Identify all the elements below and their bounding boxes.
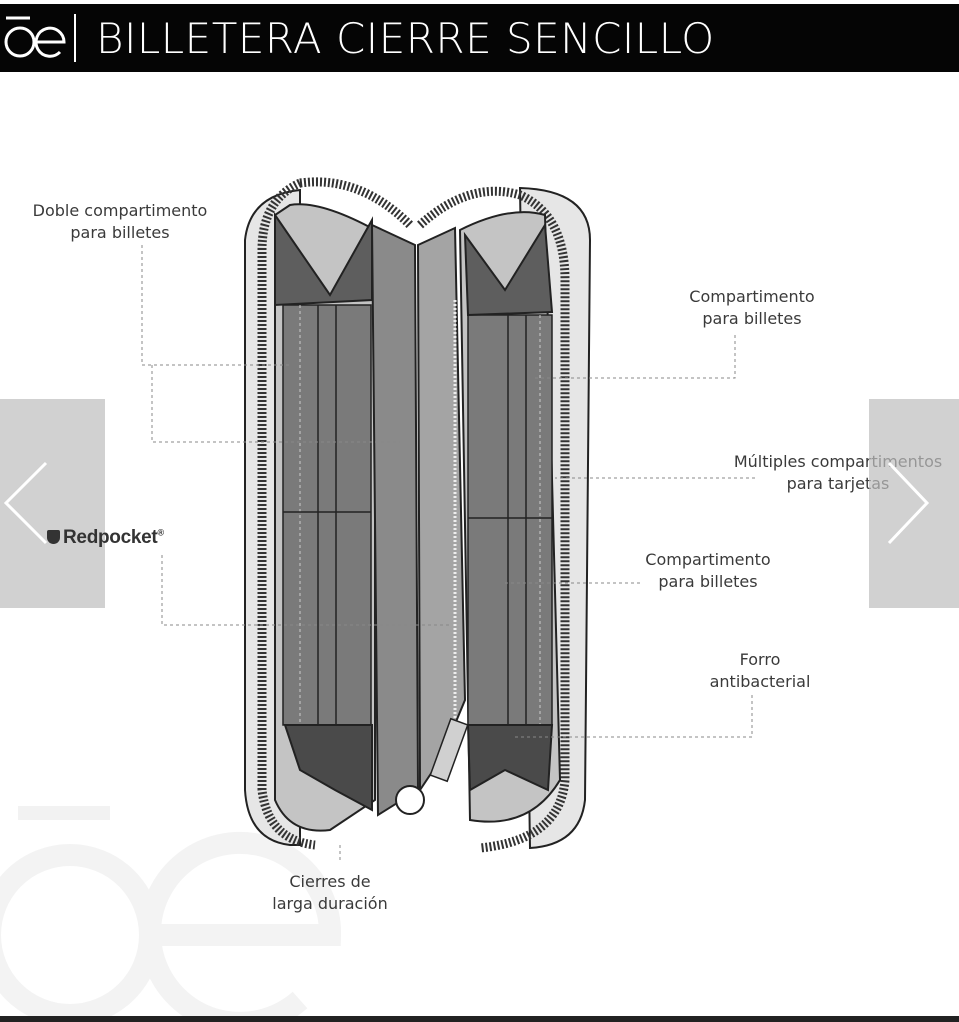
chevron-right-icon (887, 461, 930, 545)
bottom-bar (0, 1016, 959, 1022)
watermark-logo-icon (0, 806, 342, 1022)
header-divider (74, 14, 76, 62)
oe-logo-icon (4, 16, 66, 58)
header-bar: BILLETERA CIERRE SENCILLO (0, 4, 959, 72)
callout-cierres-larga-duracion: Cierres de larga duración (272, 872, 388, 913)
chevron-left-icon (3, 461, 48, 545)
callout-doble-compartimento: Doble compartimento para billetes (32, 201, 208, 242)
carousel-next-button[interactable] (869, 399, 959, 608)
carousel-prev-button[interactable] (0, 399, 105, 608)
callout-forro-antibacterial: Forro antibacterial (709, 650, 811, 691)
brand-logo: Redpocket® (47, 527, 164, 549)
page-title: BILLETERA CIERRE SENCILLO (96, 14, 715, 63)
shield-icon (47, 530, 60, 544)
brand-name: Redpocket (63, 527, 158, 548)
callout-compartimento-billetes-bottom: Compartimento para billetes (645, 550, 771, 591)
callout-compartimento-billetes-top: Compartimento para billetes (689, 287, 815, 328)
registered-mark: ® (157, 527, 164, 538)
